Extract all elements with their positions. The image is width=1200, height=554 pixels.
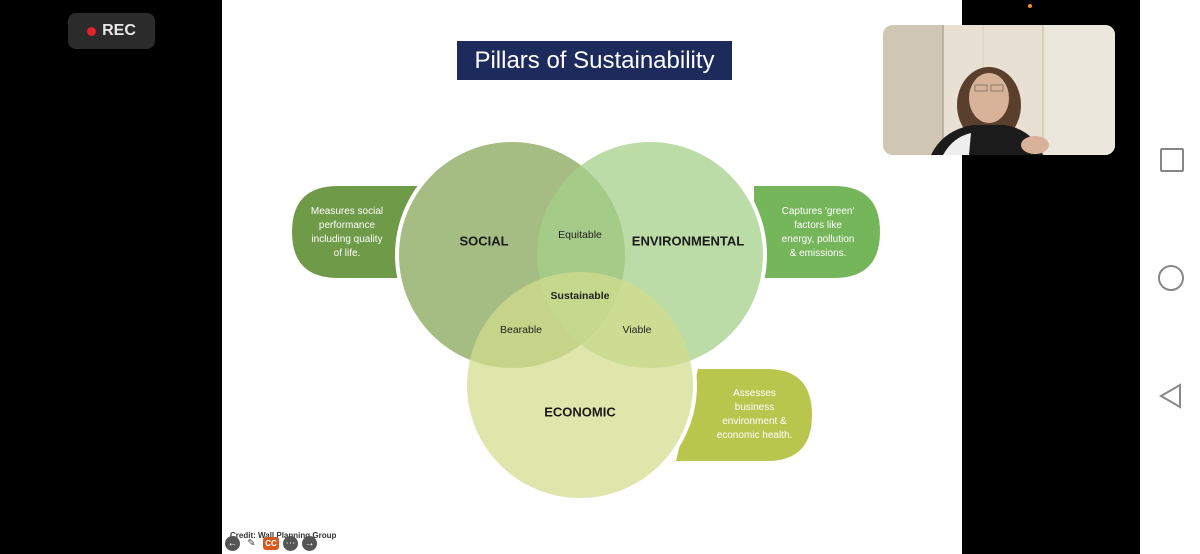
sustainable-label: Sustainable	[550, 290, 610, 302]
economic-label: ECONOMIC	[544, 404, 616, 420]
home-icon[interactable]	[1158, 265, 1184, 291]
credit-text: Credit: Wall Planning Group	[230, 531, 337, 540]
equitable-label: Equitable	[558, 229, 602, 241]
viable-label: Viable	[622, 324, 652, 336]
environmental-description: Captures 'green' factors like energy, po…	[781, 206, 855, 259]
more-options-icon[interactable]: ⋯	[283, 536, 298, 551]
recording-label: REC	[102, 22, 136, 39]
presenter-video-thumbnail[interactable]	[883, 25, 1115, 155]
next-slide-icon[interactable]: →	[302, 536, 317, 551]
presentation-slide: Pillars of Sustainability SOCIAL ENVIRON…	[222, 0, 962, 554]
status-dot-icon	[1028, 4, 1032, 8]
bearable-label: Bearable	[499, 324, 543, 336]
presenter-video-image	[883, 25, 1115, 155]
environmental-label: ENVIRONMENTAL	[631, 233, 745, 249]
economic-circle	[467, 272, 693, 498]
social-label: SOCIAL	[459, 233, 509, 249]
environmental-description-tab	[754, 186, 880, 278]
captions-button[interactable]: CC	[263, 537, 279, 550]
record-dot-icon	[87, 26, 97, 36]
social-description: Measures social performance including qu…	[310, 206, 384, 259]
economic-description: Assesses business environment & economic…	[716, 388, 793, 441]
back-icon[interactable]	[1158, 383, 1184, 409]
slide-controls: ← ✎ CC ⋯ →	[225, 536, 317, 551]
pen-icon[interactable]: ✎	[247, 537, 256, 549]
venn-diagram	[292, 138, 880, 502]
previous-slide-icon[interactable]: ←	[225, 536, 240, 551]
slide-title: Pillars of Sustainability	[457, 41, 732, 80]
economic-description-tab	[676, 369, 812, 461]
recent-apps-icon[interactable]	[1160, 148, 1184, 172]
recording-indicator: REC	[68, 13, 155, 49]
